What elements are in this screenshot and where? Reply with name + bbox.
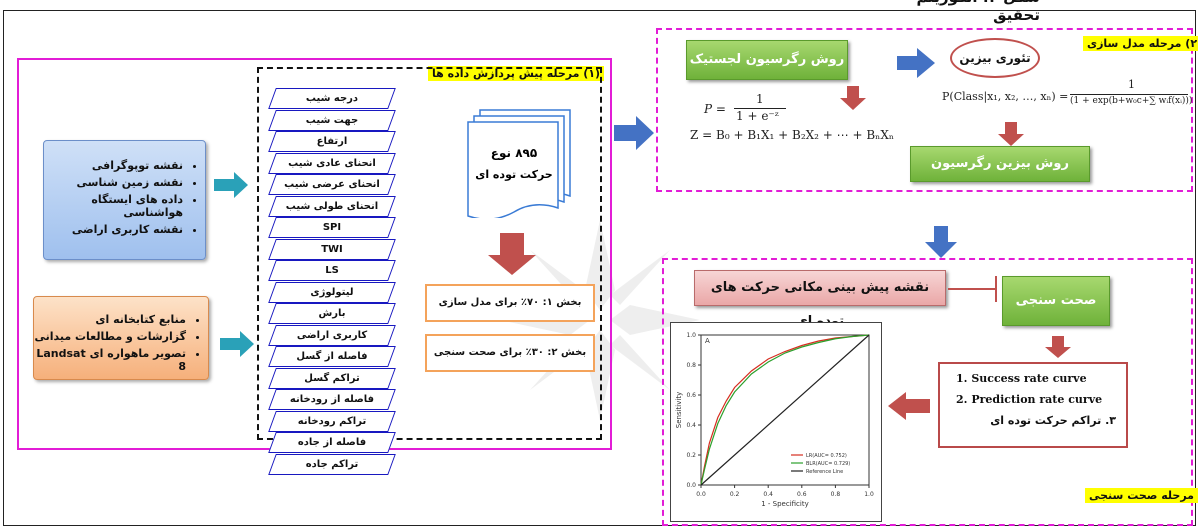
fraction-bar [1070,94,1188,95]
validation-methods-box: 1. Success rate curve 2. Prediction rate… [938,362,1128,448]
arrow-down-red-icon [1045,336,1071,358]
method-item: 2. Prediction rate curve [956,393,1103,406]
layer-item: انحنای طولی شیب [268,195,396,217]
plot-area [700,334,870,486]
series-line [700,334,870,486]
validation-split-box: بخش ۲: ۳۰٪ برای صحت سنجی [425,334,595,372]
layer-item: تراکم گسل [268,367,396,389]
arrow-right-blue-icon [897,48,935,78]
data-source-item: نقشه کاربری اراضی [44,223,183,236]
connector-bar [995,276,997,302]
x-tick-label: 0.8 [831,491,841,498]
arrow-down-red-icon [840,86,866,110]
layer-item: تراکم جاده [268,453,396,475]
data-sources-list: نقشه توپوگرافی نقشه زمین شناسی داده های … [44,159,205,236]
formula-p-lhs: P = [704,102,726,116]
other-sources-box: منابع کتابخانه ای گزارشات و مطالعات میدا… [33,296,209,380]
bayesian-logistic-box: روش بیزین رگرسیون لجستیک [910,146,1090,205]
connector-line [948,288,996,290]
layer-item: انحنای عرضی شیب [268,174,396,195]
legend-label: LR(AUC= 0.752) [806,453,847,459]
formula-p-denominator: 1 + e⁻ᶻ [736,109,779,123]
y-tick-label: 0.8 [686,362,696,369]
layer-item: فاصله از جاده [268,432,396,453]
layer-item: انحنای عادی شیب [268,152,396,174]
x-axis-label: 1 - Specificity [761,500,809,508]
logistic-regression-box: روش رگرسیون لجستیک [686,40,848,80]
series-line [700,334,870,486]
layer-item: ارتفاع [268,131,396,152]
outer-frame [3,10,1196,526]
inventory-document: ۸۹۵ نوع حرکت توده ای [466,108,576,218]
fraction-bar [734,108,786,109]
layer-item: کاربری اراضی [268,324,396,346]
bayes-theory-oval: تئوری بیزین [950,38,1040,78]
other-source-item: گزارشات و مطالعات میدانی [34,330,186,343]
layers-dashed-frame [257,67,602,440]
validation-box: صحت سنجی [1002,276,1110,326]
layer-item: لیتولوژی [268,281,396,303]
arrow-right-blue-icon [614,116,654,150]
other-source-item: منابع کتابخانه ای [34,313,186,326]
method-item: ۳. تراکم حرکت توده ای [990,414,1116,427]
formula-bayes-numerator: 1 [1128,78,1135,91]
other-sources-list: منابع کتابخانه ای گزارشات و مطالعات میدا… [34,313,208,373]
layer-item: درجه شیب [268,88,396,109]
x-tick-label: 0.6 [797,491,807,498]
data-source-item: نقشه توپوگرافی [44,159,183,172]
series-line [700,334,870,486]
stage2-label: (۲) مرحله مدل سازی [1083,36,1198,51]
layer-item: تراکم رودخانه [268,410,396,432]
arrow-down-red-icon [488,233,536,275]
z-formula: Z = B₀ + B₁X₁ + B₂X₂ + ⋯ + BₙXₙ [690,128,895,142]
layer-item: جهت شیب [268,109,396,131]
x-tick-label: 1.0 [864,491,874,498]
layer-item: TWI [268,238,396,260]
bayes-formula: P(Class|x₁, x₂, …, xₙ) = 1 (1 + exp(b+w₀… [942,78,1192,122]
x-tick-label: 0.0 [696,491,706,498]
layer-item: بارش [268,303,396,324]
layer-item: LS [268,260,396,281]
legend-label: Reference Line [806,469,843,475]
stage3-frame [662,258,1193,526]
formula-bayes-lhs: P(Class|x₁, x₂, …, xₙ) = [942,90,1069,103]
arrow-down-blue-icon [925,226,957,258]
layer-item: فاصله از رودخانه [268,389,396,410]
stage1-label: (۱) مرحله پیش پردازش داده ها [428,66,605,81]
layer-item: فاصله از گسل [268,346,396,367]
x-tick-label: 0.4 [763,491,773,498]
prediction-map-box: نقشه پیش بینی مکانی حرکت های توده ای [694,270,946,329]
formula-bayes-denominator: (1 + exp(b+w₀c+∑ wᵢf(xᵢ))) [1070,96,1193,106]
roc-chart-svg: 0.0 0.2 0.4 0.6 0.8 1.0 0.0 0.2 0.4 0.6 0.8 1.0 1 - … [675,332,874,508]
stage2-frame [656,28,1193,192]
y-tick-label: 0.0 [686,482,696,489]
data-sources-box: نقشه توپوگرافی نقشه زمین شناسی داده های … [43,140,206,260]
arrow-left-red-icon [888,392,930,420]
y-tick-label: 0.6 [686,392,696,399]
y-axis-label: Sensitivity [675,392,683,428]
y-tick-label: 0.4 [686,422,696,429]
x-tick-label: 0.2 [730,491,740,498]
roc-chart: 0.0 0.2 0.4 0.6 0.8 1.0 0.0 0.2 0.4 0.6 0.8 1.0 1 - … [670,322,882,522]
data-source-item: نقشه زمین شناسی [44,176,184,189]
inventory-count: ۸۹۵ نوع [490,146,538,160]
method-item: 1. Success rate curve [956,372,1087,385]
training-split-box: بخش ۱: ۷۰٪ برای مدل سازی [425,284,595,322]
formula-p-numerator: 1 [756,92,764,106]
logistic-formula: P = 1 1 + e⁻ᶻ [704,92,814,126]
layer-item: SPI [268,217,396,238]
arrow-down-red-icon [998,122,1024,146]
y-tick-label: 1.0 [686,332,696,339]
y-tick-label: 0.2 [686,452,696,459]
arrow-teal-icon [214,172,248,198]
legend-label: BLR(AUC= 0.729) [806,461,850,467]
document-stack-icon [467,109,571,218]
arrow-teal-icon [220,331,254,357]
stage3-label: (۳) مرحله صحت سنجی [1085,488,1198,503]
chart-title: A [705,337,710,345]
inventory-label: حرکت توده ای [475,168,553,181]
data-source-item: داده های ایستگاه هواشناسی [44,193,183,219]
factor-layers-stack: درجه شیب جهت شیب ارتفاع انحنای عادی شیب … [268,88,396,475]
other-source-item: تصویر ماهواره ای Landsat 8 [34,347,186,373]
